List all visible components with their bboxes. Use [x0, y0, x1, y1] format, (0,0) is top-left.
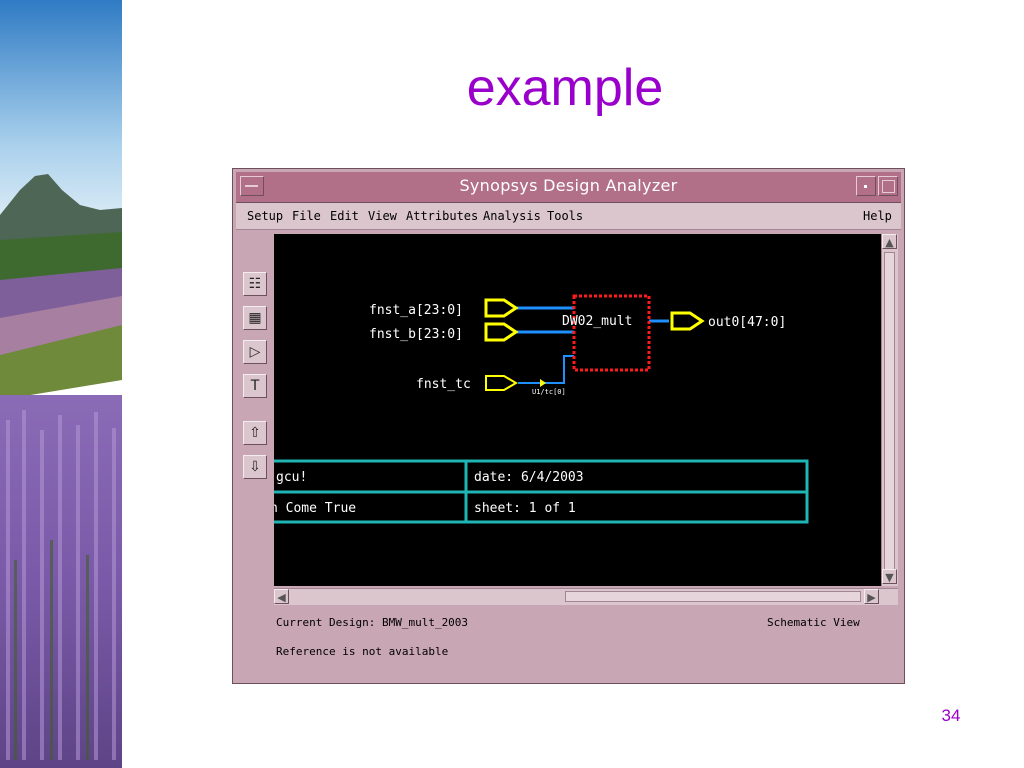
menu-file[interactable]: File: [292, 209, 321, 223]
vertical-scrollbar[interactable]: ▲ ▼: [881, 234, 898, 586]
label-input-a: fnst_a[23:0]: [369, 303, 463, 318]
menu-attributes[interactable]: Attributes: [406, 209, 479, 223]
maximize-button[interactable]: [878, 176, 898, 196]
slide-title: example: [466, 59, 664, 117]
table-cell-date: date: 6/4/2003: [474, 470, 584, 485]
menu-tools[interactable]: Tools: [547, 209, 584, 223]
scroll-right-icon[interactable]: ▶: [864, 589, 879, 604]
wire-tc: [518, 355, 574, 384]
text-tool-icon[interactable]: T: [243, 374, 267, 398]
window-title: Synopsys Design Analyzer: [459, 176, 678, 195]
schematic-drawing: fnst_a[23:0] fnst_b[23:0] fnst_tc DW02_m…: [274, 294, 809, 524]
gate-tool-icon[interactable]: ▷: [243, 340, 267, 364]
schematic-canvas[interactable]: fnst_a[23:0] fnst_b[23:0] fnst_tc DW02_m…: [274, 234, 881, 586]
scroll-down-icon[interactable]: ▼: [882, 569, 897, 584]
menu-setup[interactable]: Setup: [247, 209, 284, 223]
menu-view[interactable]: View: [368, 209, 397, 223]
window-titlebar[interactable]: Synopsys Design Analyzer: [236, 172, 901, 203]
label-pin: U1/tc[0]: [532, 388, 566, 396]
menu-edit[interactable]: Edit: [330, 209, 359, 223]
table-cell-sheet: sheet: 1 of 1: [474, 501, 576, 516]
port-b-icon: [484, 322, 519, 342]
label-input-tc: fnst_tc: [416, 377, 471, 392]
pin-arrow-icon: [540, 379, 546, 387]
minimize-button[interactable]: [856, 176, 876, 196]
window-menu-button[interactable]: [240, 176, 264, 196]
page-number: 34: [941, 706, 961, 725]
menu-help[interactable]: Help: [863, 209, 892, 223]
design-analyzer-window: Synopsys Design Analyzer Setup File Edit…: [232, 168, 905, 684]
view-mode-status: Schematic View: [767, 616, 860, 629]
label-input-b: fnst_b[23:0]: [369, 327, 463, 342]
label-cell-name: DW02_mult: [562, 314, 632, 329]
horizontal-scroll-thumb[interactable]: [565, 591, 861, 602]
dw02-mult-cell: [572, 294, 651, 372]
chip-tool-icon[interactable]: ▦: [243, 306, 267, 330]
scroll-up-icon[interactable]: ▲: [882, 234, 897, 249]
menu-analysis[interactable]: Analysis: [483, 209, 541, 223]
current-design-status: Current Design: BMW_mult_2003: [276, 616, 469, 629]
port-tc-icon: [485, 375, 518, 391]
table-cell-name: gcu!: [276, 470, 307, 485]
scroll-left-icon[interactable]: ◀: [274, 589, 289, 604]
push-down-icon[interactable]: ⇩: [243, 455, 267, 479]
horizontal-scrollbar[interactable]: ◀ ▶: [274, 588, 898, 605]
port-a-icon: [484, 298, 519, 318]
menu-bar: Setup File Edit View Attributes Analysis…: [236, 203, 901, 230]
label-output: out0[47:0]: [708, 315, 786, 330]
table-cell-title: n Come True: [274, 501, 356, 516]
push-up-icon[interactable]: ⇧: [243, 421, 267, 445]
port-out-icon: [670, 311, 705, 331]
landscape-image: [0, 0, 122, 768]
vertical-scroll-thumb[interactable]: [884, 252, 895, 570]
reference-status: Reference is not available: [276, 645, 449, 658]
hierarchy-tool-icon[interactable]: ☷: [243, 272, 267, 296]
